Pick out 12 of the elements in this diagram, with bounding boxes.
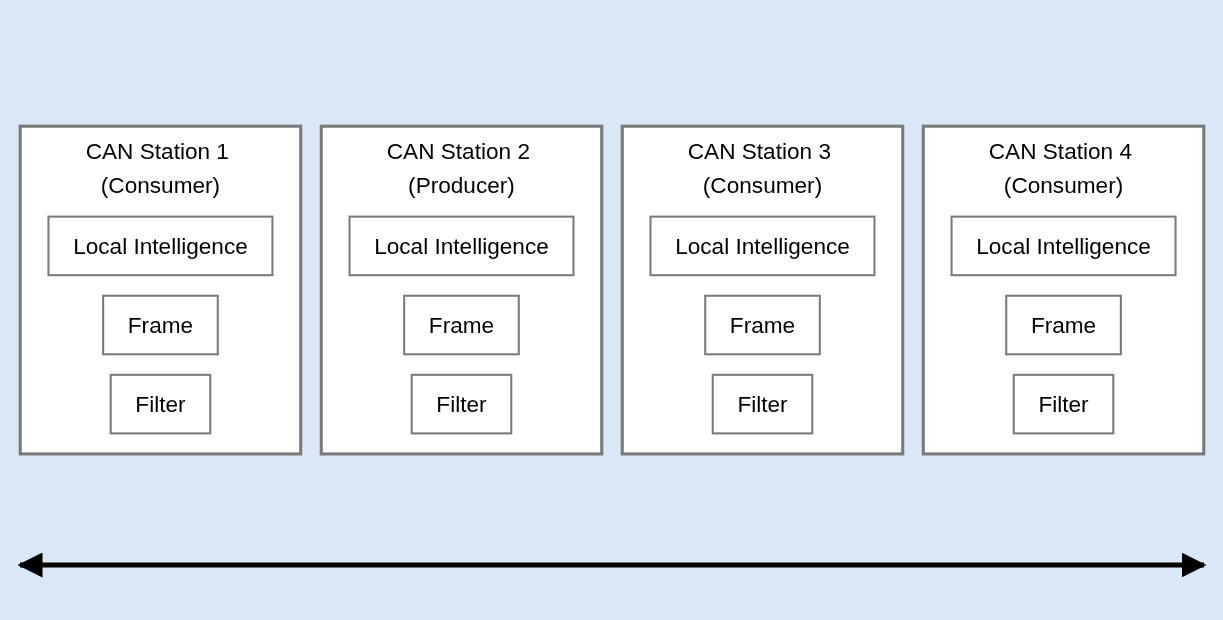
node-box: Filter <box>1012 373 1114 435</box>
node-box: Frame <box>703 294 821 356</box>
node-box: Local Intelligence <box>950 215 1177 277</box>
node-box: Local Intelligence <box>347 215 574 277</box>
node-box: Frame <box>402 294 520 356</box>
node-box: Filter <box>711 373 813 435</box>
node-box: Frame <box>1004 294 1122 356</box>
node-box: Local Intelligence <box>649 215 876 277</box>
node-box: Local Intelligence <box>46 215 273 277</box>
node-box: Filter <box>109 373 211 435</box>
node-box: Filter <box>410 373 512 435</box>
node-box: Frame <box>101 294 219 356</box>
